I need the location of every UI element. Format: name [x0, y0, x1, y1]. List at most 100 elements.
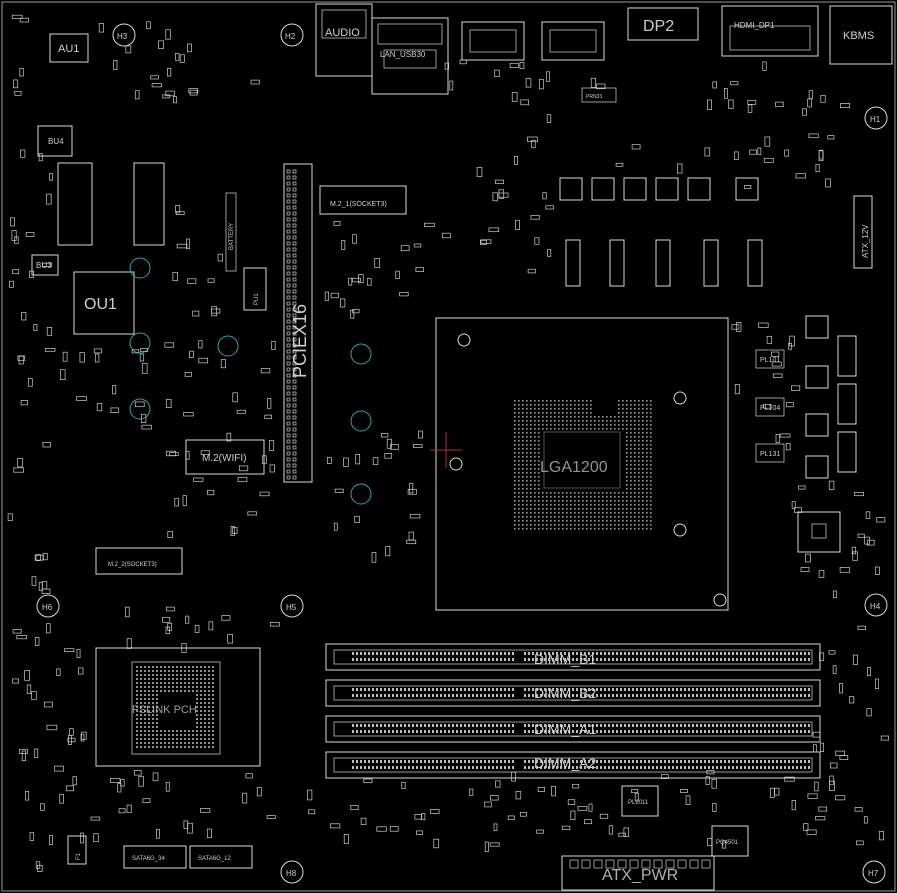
smd-part	[615, 162, 624, 167]
lga-pin	[642, 432, 644, 434]
pch-ball	[156, 738, 158, 740]
lga-pin	[650, 428, 652, 430]
pch-ball	[160, 674, 162, 676]
dimm-pin	[500, 688, 502, 691]
lga-pin	[554, 528, 556, 530]
atx12v-label: ATX_12V	[861, 224, 870, 258]
pch-ball	[192, 678, 194, 680]
lga-pin	[646, 400, 648, 402]
smd-part	[20, 400, 29, 406]
h5-label: H5	[286, 603, 297, 612]
smd-part	[511, 92, 518, 102]
dimm-pin	[744, 766, 746, 769]
pcie-pin	[292, 361, 297, 366]
lga-pin	[534, 400, 536, 402]
lga-pin	[526, 448, 528, 450]
dimm-pin	[464, 724, 466, 727]
dimm-pin	[408, 760, 410, 763]
smd-part	[401, 781, 406, 789]
dimm-pin	[380, 724, 382, 727]
lga-pin	[514, 404, 516, 406]
dimm-pin	[732, 766, 734, 769]
pch-ball	[212, 678, 214, 680]
dimm-pin	[604, 688, 606, 691]
lga-pin	[546, 428, 548, 430]
pch-ball	[168, 734, 170, 736]
lga-pin	[634, 456, 636, 458]
pch-ball	[144, 726, 146, 728]
pch-ball	[156, 698, 158, 700]
dimm-pin	[596, 724, 598, 727]
dimm-pin	[552, 688, 554, 691]
lga-pin	[634, 520, 636, 522]
dimm-pin	[360, 760, 362, 763]
smd-part	[567, 799, 576, 805]
vrm-choke	[655, 177, 679, 201]
dimm-pin	[764, 730, 766, 733]
smd-part	[64, 648, 75, 653]
dimm-pin	[704, 730, 706, 733]
dimm-pin	[692, 724, 694, 727]
dimm-pin	[592, 724, 594, 727]
lga-pin	[602, 420, 604, 422]
smd-part	[79, 352, 85, 363]
dimm-pin	[400, 766, 402, 769]
dimm-pin	[352, 658, 354, 661]
dimm-pin	[624, 694, 626, 697]
lga-pin	[534, 432, 536, 434]
dimm-pin	[808, 694, 810, 697]
lga-pin	[638, 452, 640, 454]
dimm-pin	[720, 730, 722, 733]
pcie-pin	[292, 265, 297, 270]
lga-pin	[630, 448, 632, 450]
dimm-pin	[684, 724, 686, 727]
lga-pin	[522, 452, 524, 454]
lga-pin	[602, 500, 604, 502]
lga-pin	[638, 480, 640, 482]
dimm-pin	[492, 652, 494, 655]
dimm-pin	[600, 694, 602, 697]
dimm-pin	[692, 652, 694, 655]
lga-pin	[642, 408, 644, 410]
smd-part	[840, 103, 850, 108]
dimm-pin	[524, 688, 526, 691]
lga-pin	[586, 504, 588, 506]
smd-part	[175, 211, 185, 216]
dimm-b1-label: DIMM_B1	[534, 651, 596, 667]
lga-pin	[642, 520, 644, 522]
pch-ball	[200, 718, 202, 720]
pch-ball	[196, 706, 198, 708]
smd-part	[185, 451, 190, 460]
smd-part	[413, 444, 423, 448]
dimm-pin	[620, 730, 622, 733]
dimm-pin	[784, 658, 786, 661]
dimm-pin	[420, 688, 422, 691]
lga-pin	[526, 508, 528, 510]
dimm-pin	[400, 760, 402, 763]
dimm-pin	[372, 694, 374, 697]
pcie-pin	[292, 427, 297, 432]
lga-pin	[618, 496, 620, 498]
pch-ball	[156, 682, 158, 684]
smd-part	[193, 477, 204, 482]
lga-pin	[518, 460, 520, 462]
pch-ball	[180, 734, 182, 736]
pcie-pin	[286, 439, 291, 444]
lga-pin	[518, 496, 520, 498]
pch-ball	[192, 670, 194, 672]
lga-pin	[534, 468, 536, 470]
pch-ball	[164, 730, 166, 732]
lga-pin	[554, 504, 556, 506]
smd-part	[493, 823, 498, 831]
lga-pin	[582, 512, 584, 514]
dimm-b2-label: DIMM_B2	[534, 685, 596, 701]
smd-part	[631, 144, 641, 150]
smd-part	[747, 100, 757, 105]
lga-pin	[522, 424, 524, 426]
smd-part	[236, 409, 246, 414]
lga-pin	[634, 404, 636, 406]
pch-ball	[140, 666, 142, 668]
pcie-pin	[292, 451, 297, 456]
smd-part	[110, 407, 119, 413]
lga-pin	[522, 500, 524, 502]
